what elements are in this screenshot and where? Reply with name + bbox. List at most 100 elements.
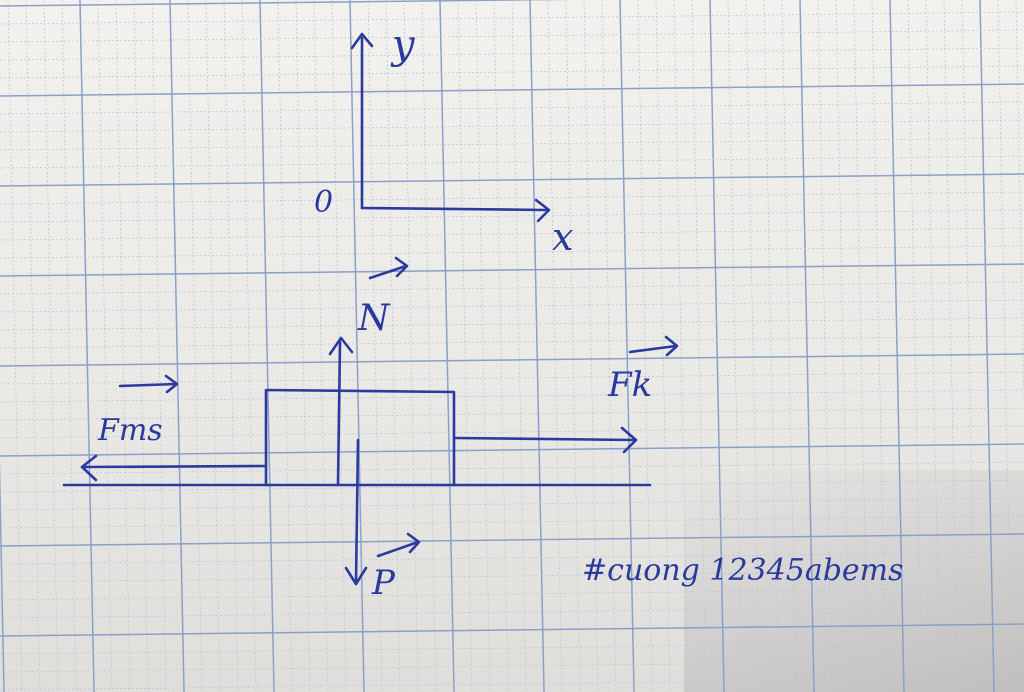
handwritten-note: #cuong 12345abems (582, 553, 904, 588)
normal-force: N (328, 256, 409, 487)
grid-line (97, 0, 113, 692)
grid-line (0, 533, 1024, 547)
grid-line (889, 0, 905, 692)
friction-arrow (82, 464, 268, 469)
weight-label: P (371, 563, 396, 603)
grid-line (853, 0, 869, 692)
pulling-force-arrow (452, 436, 636, 442)
grid-line (0, 623, 1024, 637)
weight-vector-mark-head (406, 532, 421, 554)
grid-line (7, 0, 23, 692)
grid-line (835, 0, 851, 692)
grid-line (241, 0, 257, 692)
grid-line (0, 569, 1024, 583)
coordinate-axes: y x 0 (314, 22, 573, 259)
grid-line (0, 335, 1024, 349)
normal-force-arrow (336, 340, 342, 487)
grid-line (0, 209, 1024, 223)
grid-line (331, 0, 347, 692)
grid-line (0, 65, 1024, 79)
grid-line (133, 0, 149, 692)
grid-line (871, 0, 887, 692)
grid-line (151, 0, 167, 692)
grid-line (601, 0, 617, 692)
grid-line (637, 0, 653, 692)
grid-line (0, 317, 1024, 331)
weight-vector-mark (376, 540, 420, 558)
grid-line (187, 0, 203, 692)
grid-line (0, 641, 1024, 655)
grid-line (547, 0, 563, 692)
weight-arrowhead (344, 566, 368, 586)
grid-line (0, 515, 1024, 529)
grid-line (25, 0, 41, 692)
grid-line (0, 137, 1024, 151)
normal-vector-mark (368, 264, 408, 280)
grid-line (961, 0, 977, 692)
normal-force-label: N (357, 298, 391, 339)
grid-line (493, 0, 509, 692)
grid-line (0, 227, 1024, 241)
grid-line (0, 425, 1024, 439)
grid-line (223, 0, 239, 692)
grid-line (385, 0, 401, 692)
grid-line (259, 0, 275, 692)
weight-force: P (344, 438, 421, 603)
y-axis-arrowhead (350, 32, 374, 50)
grid-line (367, 0, 383, 692)
grid-line (565, 0, 581, 692)
grid-line (0, 497, 1024, 511)
grid-line (745, 0, 761, 692)
pulling-force-arrowhead (620, 426, 638, 454)
friction-vector-mark (118, 382, 178, 388)
friction-force: Fms (80, 374, 268, 482)
grid-line (43, 0, 59, 692)
pulling-vector-mark (628, 344, 678, 354)
normal-force-arrowhead (328, 336, 354, 356)
friction-label: Fms (97, 413, 163, 448)
weight-arrow (354, 438, 360, 584)
grid-line (421, 0, 437, 692)
grid-line (0, 191, 1024, 205)
grid-line (0, 389, 1024, 403)
grid-line (0, 101, 1024, 115)
grid-line (0, 443, 1024, 457)
grid-line (0, 11, 1024, 25)
grid-line (763, 0, 779, 692)
grid-line (925, 0, 941, 692)
friction-vector-mark-head (164, 374, 179, 394)
grid-line (205, 0, 221, 692)
x-axis-arrowhead (534, 198, 551, 223)
grid-line (781, 0, 797, 692)
paper-shadow (684, 470, 1024, 692)
grid-line (0, 407, 1024, 421)
grid-line (313, 0, 329, 692)
grid-line (0, 457, 5, 692)
grid-line (709, 0, 725, 692)
grid-line (583, 0, 599, 692)
grid-line (0, 677, 1024, 691)
grid-line (0, 299, 1024, 313)
grid-line (0, 245, 1024, 259)
grid-line (457, 0, 473, 692)
grid-line (0, 659, 1024, 673)
grid-line (619, 0, 635, 692)
x-axis-label: x (552, 215, 573, 259)
grid-line (943, 0, 959, 692)
grid-line (799, 0, 815, 692)
grid-line (673, 0, 689, 692)
grid-line (529, 0, 545, 692)
grid-line (439, 0, 455, 692)
grid-line (979, 0, 995, 692)
grid-line (475, 0, 491, 692)
grid-line (295, 0, 311, 692)
y-axis-label: y (390, 22, 416, 68)
grid-line (907, 0, 923, 692)
pulling-force-label: Fk (607, 365, 652, 405)
grid-line (61, 0, 77, 692)
grid-line (0, 551, 1024, 565)
grid-line (997, 0, 1013, 692)
grid-line (277, 0, 293, 692)
